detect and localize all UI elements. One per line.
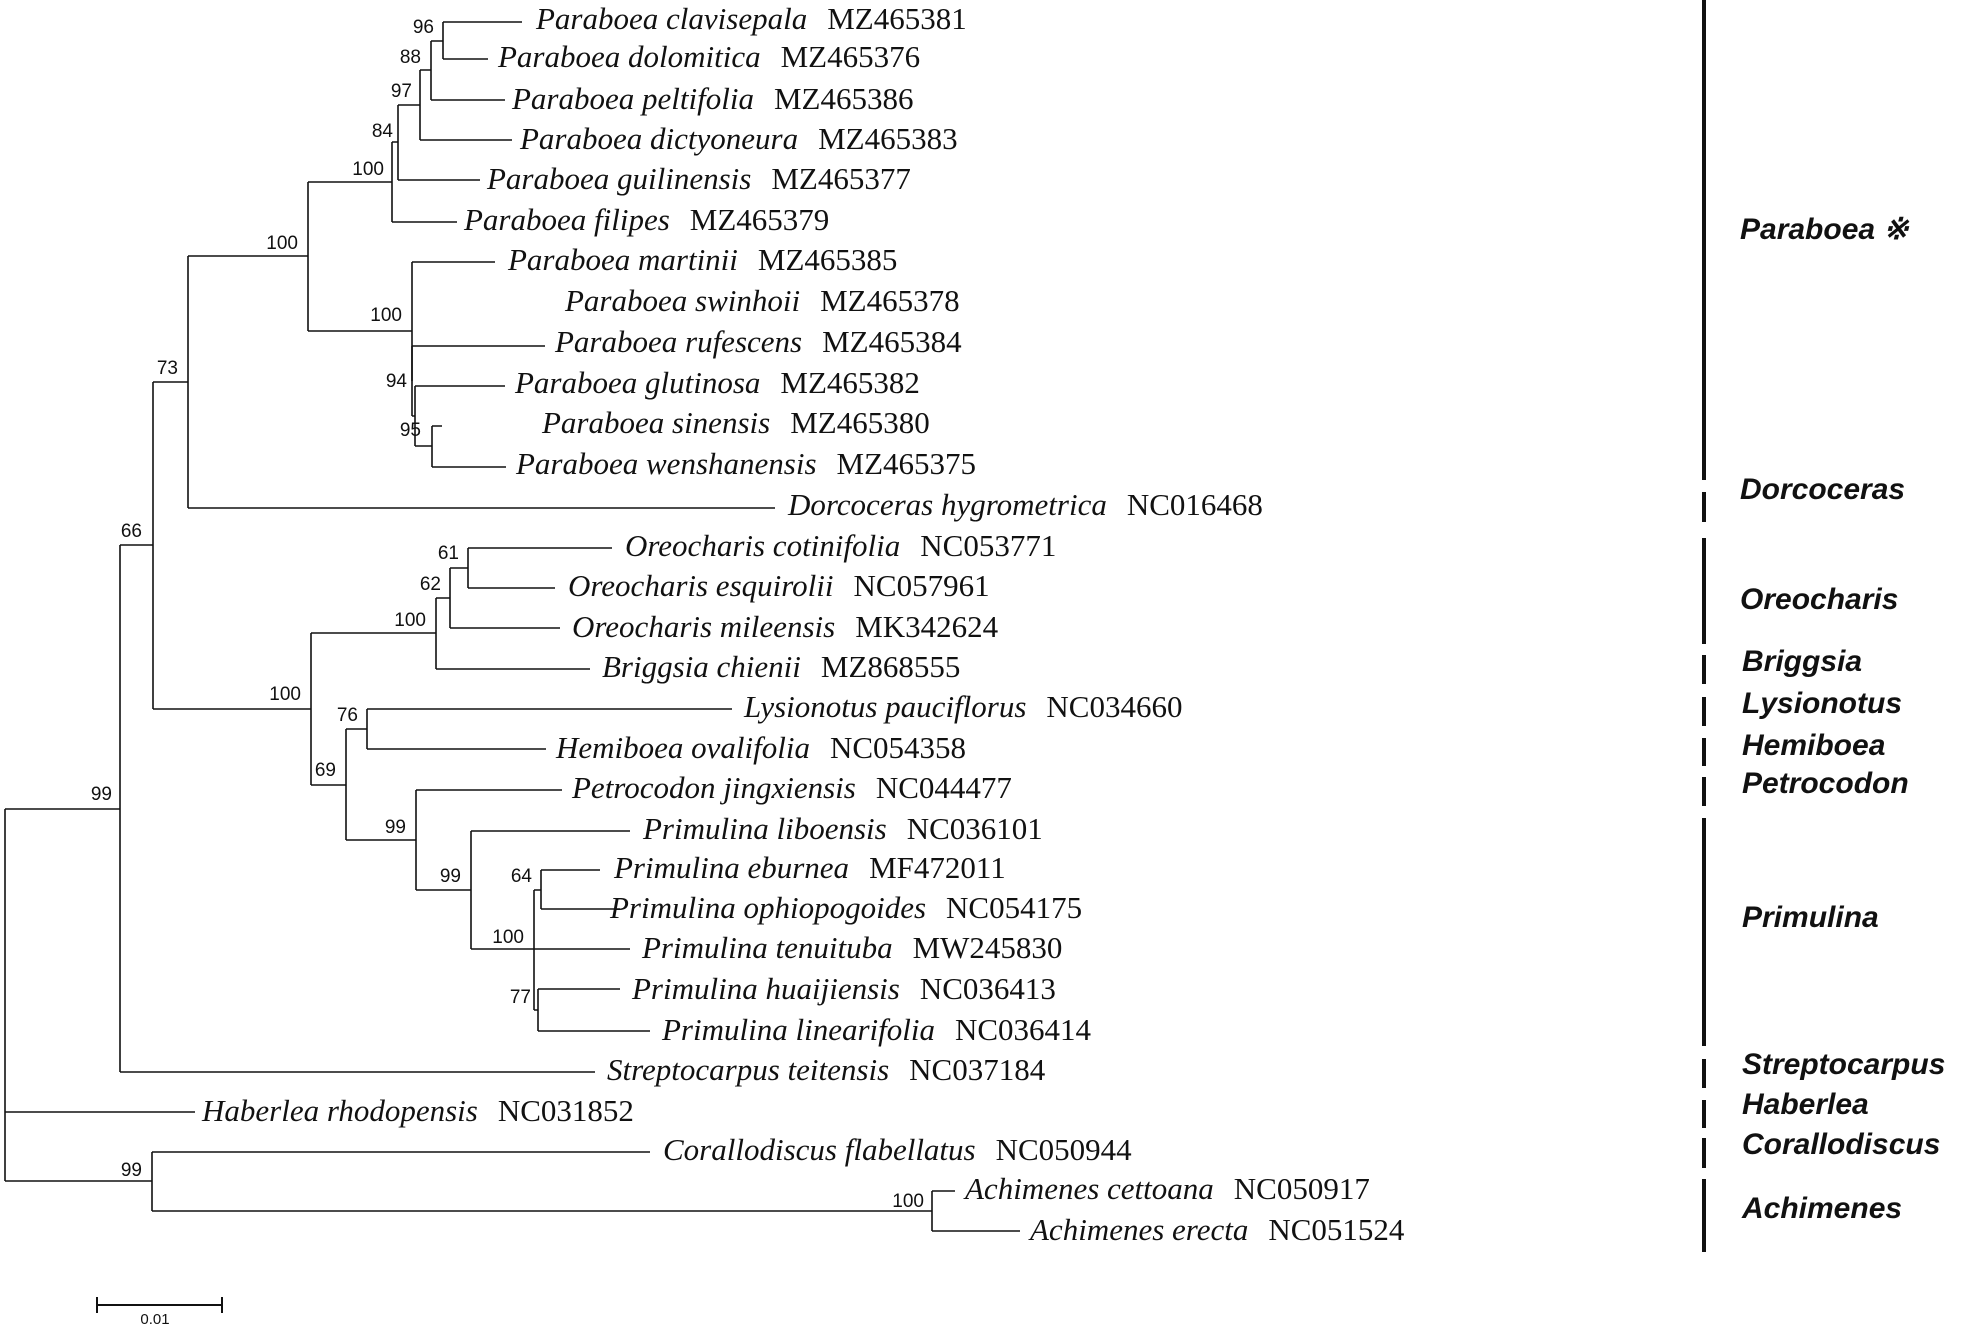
- group-labels: Paraboea ※ Dorcoceras Oreocharis Briggsi…: [1740, 213, 1945, 1225]
- branch: [431, 425, 506, 468]
- bootstrap-value: 100: [269, 684, 301, 705]
- branch: [391, 141, 457, 223]
- group-label-achimenes: Achimenes: [1741, 1192, 1902, 1225]
- tree-branches: [4, 21, 1020, 1232]
- bootstrap-value: 88: [400, 47, 421, 68]
- bootstrap-value: 100: [492, 927, 524, 948]
- bootstrap-value: 64: [511, 866, 533, 887]
- branch: [419, 69, 512, 141]
- group-label-dorcoceras: Dorcoceras: [1740, 473, 1905, 506]
- bootstrap-value: 100: [370, 305, 402, 326]
- group-label-petrocodon: Petrocodon: [1742, 767, 1909, 800]
- bootstrap-value: 96: [413, 17, 434, 38]
- group-label-oreocharis: Oreocharis: [1740, 583, 1898, 616]
- branch: [533, 889, 630, 1011]
- bootstrap-value: 95: [400, 420, 421, 441]
- group-label-briggsia: Briggsia: [1742, 645, 1862, 678]
- group-label-lysionotus: Lysionotus: [1742, 687, 1902, 720]
- group-label-corallodiscus: Corallodiscus: [1742, 1128, 1940, 1161]
- bootstrap-value: 84: [372, 121, 394, 142]
- scale-bar: 0.01: [96, 1297, 223, 1327]
- group-label-streptocarpus: Streptocarpus: [1742, 1048, 1945, 1081]
- branch: [152, 381, 311, 710]
- branch: [540, 869, 620, 910]
- branch: [4, 808, 195, 1182]
- group-label-primulina: Primulina: [1742, 901, 1879, 934]
- bootstrap-value: 100: [892, 1191, 924, 1212]
- group-label-hemiboea: Hemiboea: [1742, 729, 1885, 762]
- scale-bar-label: 0.01: [140, 1311, 169, 1327]
- bootstrap-value: 99: [440, 866, 461, 887]
- bootstrap-value: 61: [438, 543, 459, 564]
- scale-bar-line: [96, 1297, 223, 1313]
- bootstrap-value: 77: [510, 987, 531, 1008]
- bootstrap-value: 99: [91, 784, 112, 805]
- group-label-haberlea: Haberlea: [1742, 1088, 1869, 1121]
- branch: [411, 261, 495, 381]
- bootstrap-value: 69: [315, 760, 336, 781]
- bootstrap-value: 100: [266, 233, 298, 254]
- bootstrap-values: 96 88 97 84 100 100 100 94 95 73 61 62 1…: [91, 17, 924, 1212]
- bootstrap-value: 73: [157, 358, 178, 379]
- branch: [414, 385, 505, 447]
- branch: [435, 597, 590, 670]
- group-label-paraboea: Paraboea ※: [1740, 213, 1910, 246]
- branch: [430, 40, 505, 101]
- bootstrap-value: 97: [391, 81, 412, 102]
- branch: [415, 789, 562, 891]
- bootstrap-value: 76: [337, 705, 358, 726]
- bootstrap-value: 100: [352, 159, 384, 180]
- bootstrap-value: 100: [394, 610, 426, 631]
- bootstrap-value: 66: [121, 521, 142, 542]
- bootstrap-value: 94: [386, 371, 408, 392]
- branch: [397, 104, 480, 181]
- bootstrap-value: 99: [121, 1160, 142, 1181]
- bootstrap-value: 99: [385, 817, 406, 838]
- branch: [449, 567, 560, 629]
- bootstrap-value: 62: [420, 574, 441, 595]
